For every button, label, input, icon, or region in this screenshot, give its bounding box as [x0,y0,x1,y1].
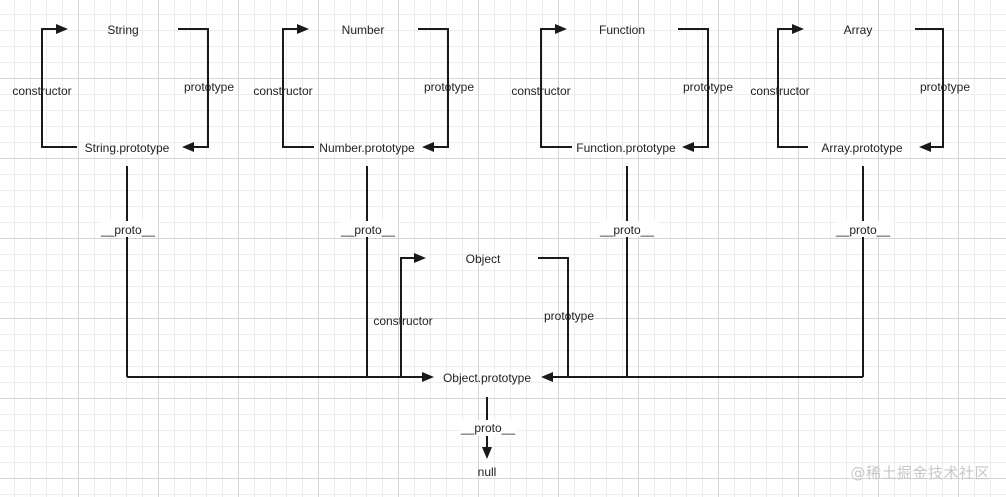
edge-label-object-proto: __proto__ [460,421,515,435]
node-function-prototype: Function.prototype [576,141,676,155]
node-array-prototype: Array.prototype [821,141,902,155]
number-prototype-edge [418,28,449,148]
array-prototype-arrowhead [919,142,931,152]
watermark: @稀土掘金技术社区 [850,464,990,482]
edge-label-object-prototype: prototype [544,309,594,323]
node-string: String [107,23,138,37]
number-constructor-edge [282,28,314,148]
node-array: Array [844,23,873,37]
edge-label-array-proto: __proto__ [835,223,890,237]
function-constructor-edge [540,28,572,148]
object-constructor-edge [400,257,415,377]
edge-label-function-constructor: constructor [511,84,570,98]
edge-label-number-proto: __proto__ [340,223,395,237]
node-object: Object [466,252,501,266]
object-constructor-arrowhead [414,253,426,263]
number-proto-label-bg [340,221,398,237]
number-prototype-arrowhead [422,142,434,152]
function-prototype-arrowhead [682,142,694,152]
string-prototype-arrowhead [182,142,194,152]
function-group: Function Function.prototype constructor … [511,23,733,377]
left-proto-bus-arrowhead [422,372,434,382]
node-null: null [478,465,497,479]
edge-label-number-prototype: prototype [424,80,474,94]
object-proto-null-arrowhead [482,447,492,459]
array-proto-label-bg [836,221,894,237]
string-proto-label-bg [100,221,158,237]
array-constructor-edge [777,28,808,148]
array-prototype-edge [915,28,944,148]
string-prototype-edge [178,28,209,148]
right-proto-bus-arrowhead [541,372,553,382]
node-number: Number [342,23,385,37]
edge-label-string-constructor: constructor [12,84,71,98]
edge-label-array-prototype: prototype [920,80,970,94]
function-constructor-arrowhead [555,24,567,34]
node-number-prototype: Number.prototype [319,141,415,155]
edge-label-function-prototype: prototype [683,80,733,94]
string-constructor-arrowhead [56,24,68,34]
edge-label-function-proto: __proto__ [599,223,654,237]
edge-label-string-prototype: prototype [184,80,234,94]
string-constructor-edge [41,28,77,148]
edge-label-number-constructor: constructor [253,84,312,98]
edge-label-string-proto: __proto__ [100,223,155,237]
string-group: String String.prototype constructor prot… [12,23,234,377]
number-constructor-arrowhead [297,24,309,34]
function-prototype-edge [678,28,709,148]
node-string-prototype: String.prototype [85,141,170,155]
object-prototype-edge [538,257,569,377]
number-group: Number Number.prototype constructor prot… [253,23,474,377]
function-proto-label-bg [600,221,658,237]
object-proto-label-bg [460,420,518,436]
edge-label-object-constructor: constructor [373,314,432,328]
array-constructor-arrowhead [792,24,804,34]
node-object-prototype: Object.prototype [443,371,531,385]
array-group: Array Array.prototype constructor protot… [750,23,970,377]
edge-label-array-constructor: constructor [750,84,809,98]
object-group: Object Object.prototype constructor prot… [127,252,863,479]
node-function: Function [599,23,645,37]
